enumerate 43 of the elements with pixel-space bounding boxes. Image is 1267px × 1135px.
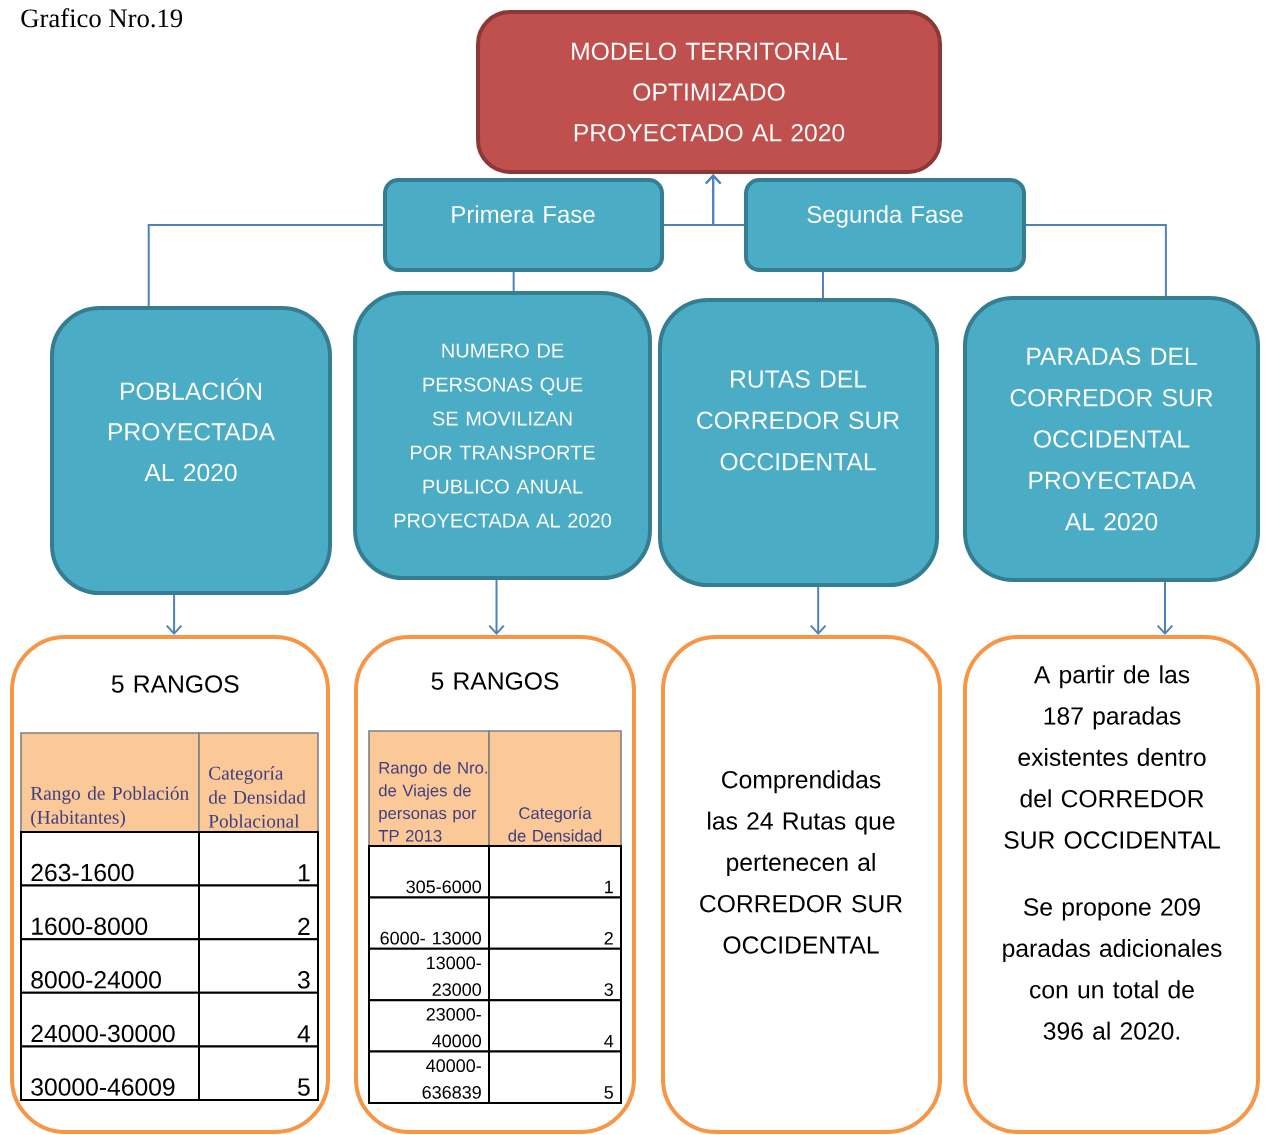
table-cell: 1: [198, 831, 319, 887]
table-cell: 2: [488, 896, 622, 950]
table-cell: 23000- 40000: [368, 999, 490, 1053]
table-cell: 40000- 636839: [368, 1050, 490, 1104]
connector: [1156, 581, 1174, 636]
table-cell: 2: [198, 884, 319, 941]
connector: [147, 224, 384, 307]
connector: [165, 594, 183, 636]
connector: [488, 579, 505, 636]
table-cell: 4: [488, 999, 622, 1053]
table-cell: 6000- 13000: [368, 896, 490, 950]
header-cell: Categoría de Densidad: [488, 730, 622, 847]
header-cell: Categoría de Densidad Poblacional: [198, 732, 319, 833]
category-box: RUTAS DEL CORREDOR SUR OCCIDENTAL: [658, 297, 940, 588]
table-cell: 3: [488, 947, 622, 1002]
connector: [809, 586, 827, 636]
table-cell: 30000-46009: [20, 1045, 200, 1101]
table-cell: 1600-8000: [20, 884, 200, 941]
result-box: Comprendidas las 24 Rutas que pertenecen al CORREDOR SUR OCCIDENTAL: [661, 635, 943, 1134]
table-cell: 3: [198, 938, 319, 994]
heading: Grafico Nro.19: [21, 8, 183, 28]
table-cell: 263-1600: [20, 831, 200, 887]
connector: [512, 271, 515, 292]
phase-box: Segunda Fase: [744, 178, 1026, 272]
connector: [704, 174, 745, 226]
table-cell: 24000-30000: [20, 991, 200, 1048]
table-cell: 4: [198, 991, 319, 1048]
category-box: PARADAS DEL CORREDOR SUR OCCIDENTAL PROYECTADA AL 2020: [963, 296, 1261, 582]
table-cell: 8000-24000: [20, 938, 200, 994]
category-box: NUMERO DE PERSONAS QUE SE MOVILIZAN POR TRANSPORTE PUBLICO ANUAL PROYECTADA AL 2020: [353, 290, 652, 581]
connector: [1025, 224, 1167, 297]
connector: [821, 271, 824, 299]
title-box: MODELO TERRITORIAL OPTIMIZADO PROYECTADO AL 2020: [476, 10, 942, 174]
table-cell: 5: [488, 1050, 622, 1104]
header-cell: Rango de Nro. de Viajes de personas por TP 2013: [368, 730, 490, 847]
table-cell: 305-6000: [368, 845, 490, 899]
header-cell: Rango de Población (Habitantes): [20, 732, 200, 833]
table-cell: 13000- 23000: [368, 947, 490, 1002]
result-box: A partir de las 187 paradas existentes dentro del CORREDOR SUR OCCIDENTAL Se propone 209 paradas adicionales con un total de 396 al 2020.: [963, 635, 1261, 1134]
table-cell: 1: [488, 845, 622, 899]
category-box: POBLACIÓN PROYECTADA AL 2020: [50, 305, 332, 596]
table-cell: 5: [198, 1045, 319, 1101]
phase-box: Primera Fase: [382, 178, 665, 272]
